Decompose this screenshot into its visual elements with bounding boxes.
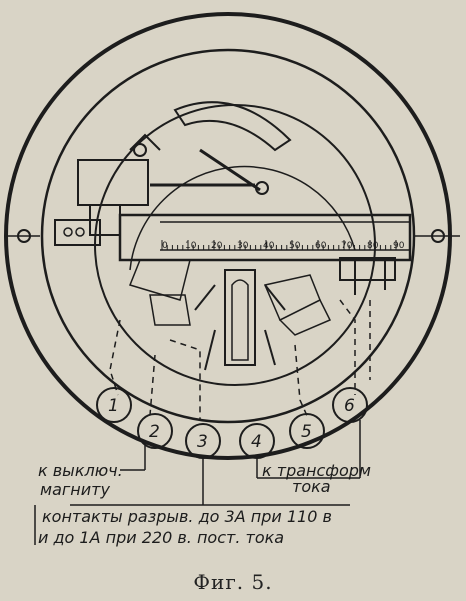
terminal-2: 2 <box>137 413 173 449</box>
svg-text:4: 4 <box>251 432 262 452</box>
scale-tick-70: 70 <box>341 241 353 251</box>
wiring <box>109 299 371 420</box>
scale-tick-80: 80 <box>367 241 379 251</box>
svg-text:2: 2 <box>149 422 160 442</box>
label-to-current-transformer: к трансформ <box>262 461 371 480</box>
label-to-magnet-switch-line2: магниту <box>40 480 110 499</box>
scale-tick-0: 0 <box>162 241 168 251</box>
scale-tick-30: 30 <box>237 241 249 251</box>
svg-text:3: 3 <box>197 432 208 452</box>
svg-text:6: 6 <box>344 396 355 416</box>
right-bolt <box>431 229 445 243</box>
svg-text:1: 1 <box>108 396 119 416</box>
leader-lines <box>34 420 361 545</box>
scale-tick-60: 60 <box>315 241 327 251</box>
terminal-4: 4 <box>239 423 275 459</box>
label-contacts-line1: контакты разрыв. до 3А при 110 в <box>42 507 332 526</box>
scale-tick-50: 50 <box>289 241 301 251</box>
terminals: 1 2 3 4 5 6 <box>96 387 368 459</box>
scale-bar: 0 10 20 30 40 50 60 70 80 90 <box>118 213 412 295</box>
svg-text:5: 5 <box>301 422 312 442</box>
label-contacts-line2: и до 1А при 220 в. пост. тока <box>38 528 284 547</box>
terminal-1: 1 <box>96 387 132 423</box>
scale-tick-10: 10 <box>185 241 197 251</box>
scale-tick-20: 20 <box>211 241 223 251</box>
figure-caption: Фиг. 5. <box>193 570 273 594</box>
terminal-3: 3 <box>185 423 221 459</box>
left-bolt <box>17 229 31 243</box>
coils <box>128 259 332 371</box>
scale-tick-90: 90 <box>393 241 405 251</box>
label-to-magnet-switch: к выключ. <box>38 461 123 480</box>
housing <box>4 12 460 460</box>
scale-tick-40: 40 <box>263 241 275 251</box>
terminal-5: 5 <box>289 413 325 449</box>
terminal-6: 6 <box>332 387 368 423</box>
label-to-current-transformer-line2: тока <box>292 477 331 496</box>
